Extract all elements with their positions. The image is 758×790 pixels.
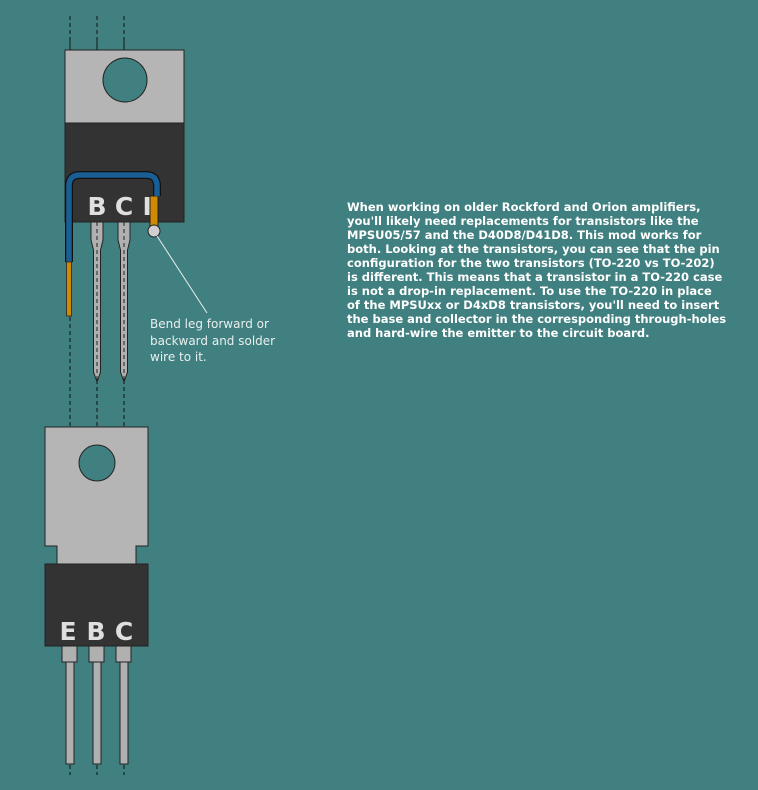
- callout-note: Bend leg forward or backward and solder …: [150, 317, 276, 364]
- top-transistor-label-b: B: [87, 192, 106, 221]
- top-transistor-pin-c: [117, 221, 131, 384]
- bottom-transistor-body: [44, 563, 149, 647]
- description-paragraph: When working on older Rockford and Orion…: [347, 200, 727, 340]
- top-transistor: B C E: [64, 49, 208, 384]
- bottom-transistor-pin-c: [115, 645, 132, 765]
- bottom-transistor-pin-e: [61, 645, 78, 765]
- bottom-transistor-label-c: C: [115, 617, 133, 646]
- bottom-transistor: E B C: [44, 426, 149, 765]
- bent-emitter-leg: [149, 195, 159, 229]
- bottom-transistor-label-b: B: [86, 617, 105, 646]
- bottom-transistor-label-e: E: [59, 617, 76, 646]
- solder-joint: [147, 224, 161, 238]
- top-transistor-label-c: C: [115, 192, 133, 221]
- bottom-transistor-pin-b: [88, 645, 105, 765]
- callout-pointer-line: [156, 235, 208, 314]
- jumper-wire-copper-end: [66, 261, 72, 317]
- top-transistor-pin-b: [90, 221, 104, 384]
- top-transistor-mount-hole: [102, 57, 148, 103]
- bottom-transistor-mount-hole: [78, 444, 116, 482]
